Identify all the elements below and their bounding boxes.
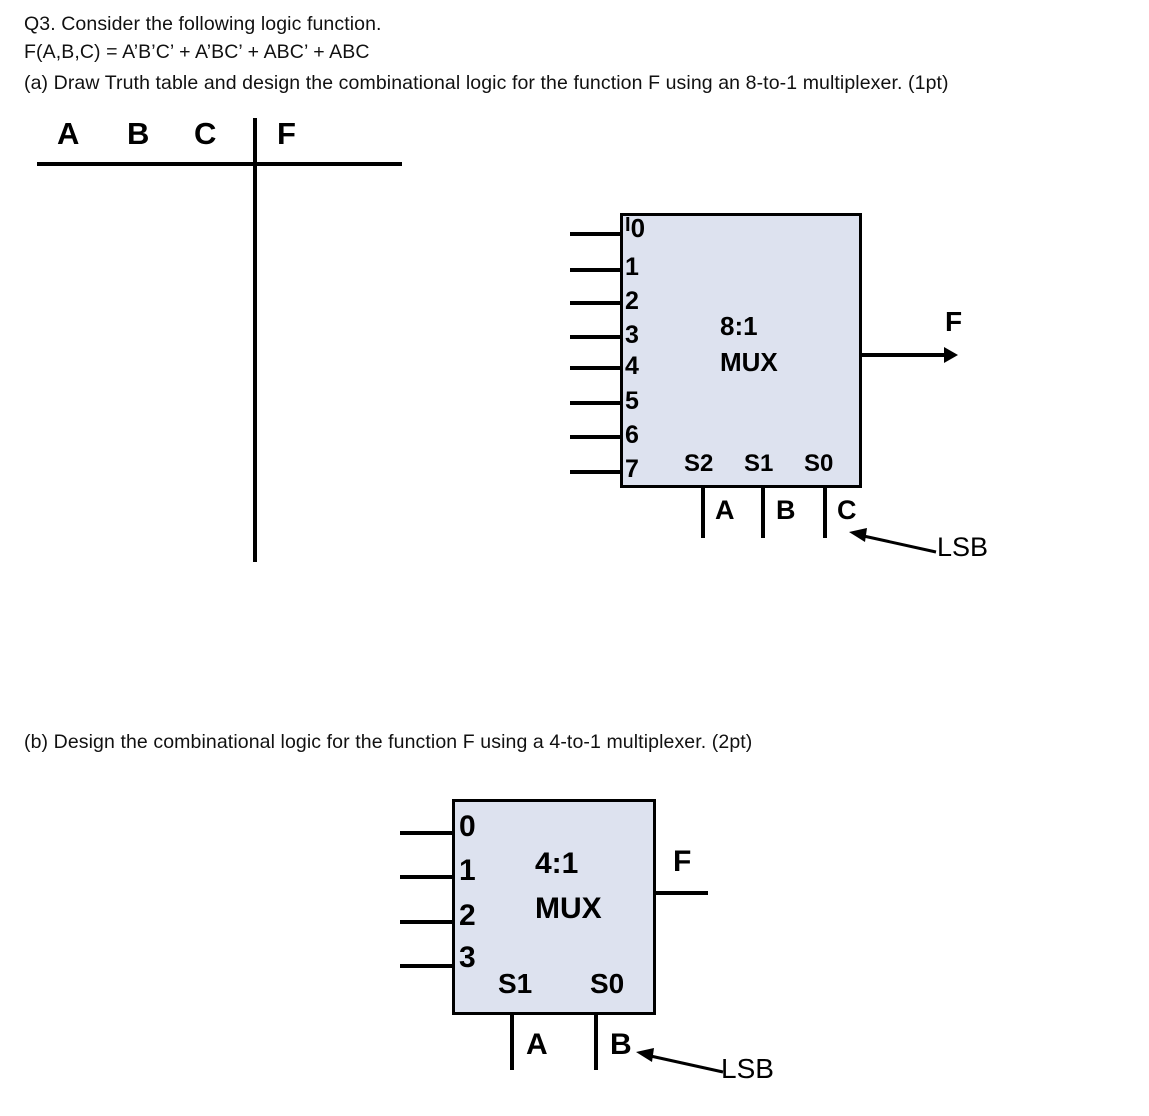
mux8-title-mux: MUX — [720, 347, 778, 377]
truth-table-column-divider — [253, 118, 257, 562]
mux8-title-ratio: 8:1 — [720, 311, 758, 341]
truth-table-header-a: A — [57, 116, 80, 151]
mux8-pin-label-1: 1 — [625, 253, 639, 281]
mux8-lsb-arrow — [849, 528, 937, 554]
mux4-select-input-a: A — [526, 1028, 548, 1061]
mux8-input-wire-5 — [570, 401, 620, 405]
mux8-input-wire-7 — [570, 470, 620, 474]
mux4-pin-label-1: 1 — [459, 854, 476, 887]
mux8-output-arrowhead — [944, 347, 958, 363]
mux4-input-wire-0 — [400, 831, 452, 835]
question-part-a-prompt: (a) Draw Truth table and design the comb… — [24, 72, 949, 94]
mux8-select-label-s1: S1 — [744, 450, 774, 477]
mux8-input-wire-6 — [570, 435, 620, 439]
mux8-pin-0-digit: 0 — [630, 213, 646, 243]
mux4-select-wire-s1 — [510, 1015, 514, 1070]
truth-table: A B C F — [0, 110, 430, 580]
mux-4to1-body — [452, 799, 656, 1015]
mux4-input-wire-3 — [400, 964, 452, 968]
mux4-output-wire — [656, 891, 708, 895]
mux8-input-wire-1 — [570, 268, 620, 272]
mux8-select-wire-s2 — [701, 488, 705, 538]
mux8-pin-label-7: 7 — [625, 455, 639, 483]
truth-table-header-b: B — [127, 116, 150, 151]
mux4-pin-label-3: 3 — [459, 941, 476, 974]
mux8-pin-label-2: 2 — [625, 287, 639, 315]
mux4-input-wire-1 — [400, 875, 452, 879]
mux4-pin-label-0: 0 — [459, 810, 476, 843]
mux8-lsb-label: LSB — [937, 532, 989, 562]
truth-table-header-f: F — [277, 116, 296, 151]
mux8-select-wire-s1 — [761, 488, 765, 538]
mux8-pin-label-4: 4 — [625, 352, 639, 380]
mux4-pin-label-2: 2 — [459, 899, 476, 932]
mux8-input-wire-4 — [570, 366, 620, 370]
mux8-input-wire-0 — [570, 232, 620, 236]
mux-4to1-diagram: 0 1 2 3 4:1 MUX S1 S0 A B F LSB — [380, 790, 810, 1100]
mux8-pin-label-6: 6 — [625, 421, 639, 449]
mux8-output-label-f: F — [945, 306, 963, 337]
question-part-b-prompt: (b) Design the combinational logic for t… — [24, 731, 753, 753]
question-function-expression: F(A,B,C) = A’B’C’ + A’BC’ + ABC’ + ABC — [24, 41, 370, 63]
mux8-select-label-s2: S2 — [684, 450, 714, 477]
mux4-lsb-arrow — [636, 1048, 724, 1074]
mux8-select-wire-s0 — [823, 488, 827, 538]
mux8-select-input-b: B — [776, 495, 796, 525]
mux8-input-wire-3 — [570, 335, 620, 339]
mux8-pin-label-5: 5 — [625, 387, 639, 415]
mux8-pin-label-3: 3 — [625, 321, 639, 349]
mux8-select-label-s0: S0 — [804, 450, 834, 477]
truth-table-header-rule — [37, 162, 402, 166]
mux-8to1-diagram: I0 1 2 3 4 5 6 7 8:1 MUX S2 S1 S0 A B C … — [555, 200, 1025, 580]
mux4-output-label-f: F — [673, 845, 692, 878]
truth-table-header-c: C — [194, 116, 217, 151]
mux4-select-label-s0: S0 — [590, 968, 625, 999]
mux8-select-input-c: C — [837, 495, 857, 525]
mux8-output-wire — [862, 353, 950, 357]
mux4-title-ratio: 4:1 — [535, 847, 579, 880]
mux4-select-input-b: B — [610, 1028, 632, 1061]
mux4-title-mux: MUX — [535, 892, 602, 925]
mux4-select-label-s1: S1 — [498, 968, 533, 999]
mux4-input-wire-2 — [400, 920, 452, 924]
mux8-select-input-a: A — [715, 495, 735, 525]
mux8-pin-label-0: I0 — [625, 215, 645, 242]
mux8-pin-0-letter: I — [625, 214, 631, 236]
mux8-input-wire-2 — [570, 301, 620, 305]
mux4-lsb-label: LSB — [721, 1053, 774, 1084]
mux-8to1-body — [620, 213, 862, 488]
question-line-1: Q3. Consider the following logic functio… — [24, 13, 382, 35]
mux4-select-wire-s0 — [594, 1015, 598, 1070]
